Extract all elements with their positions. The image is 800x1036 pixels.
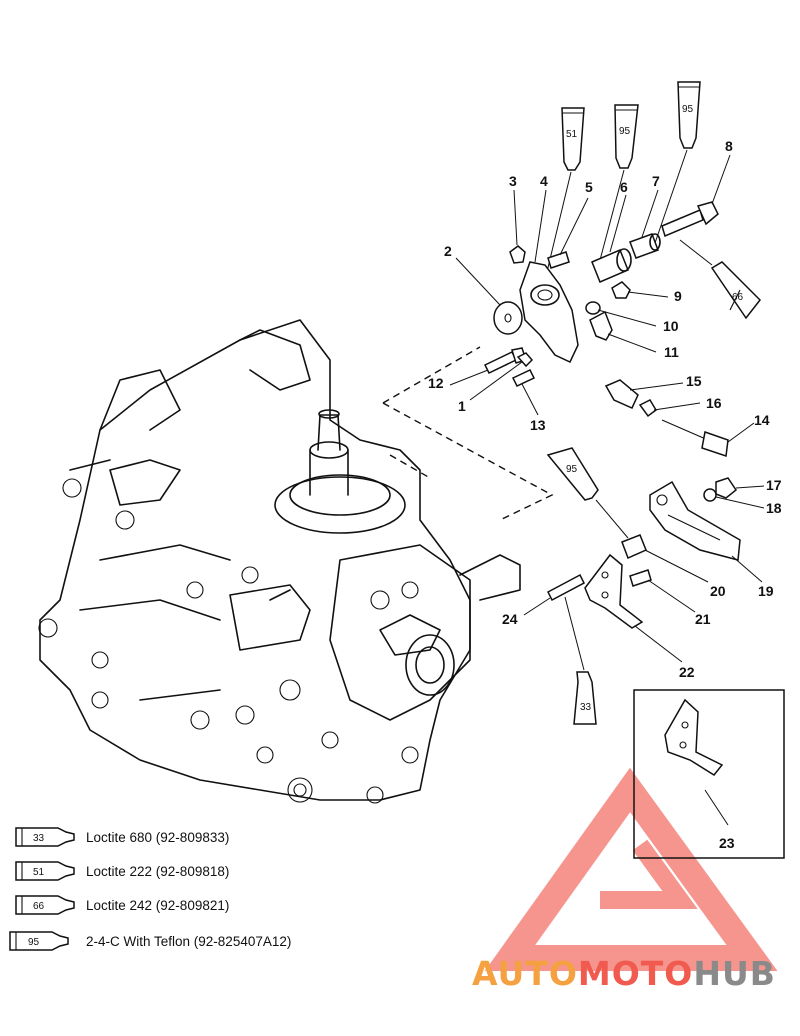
tube-95a-label: 95 [619,126,631,137]
callout-24: 24 [502,611,518,627]
callout-10: 10 [663,318,679,334]
part-21-screw [629,569,652,587]
callout-11: 11 [664,344,679,360]
part-15-link-end [604,379,639,409]
watermark-logo [484,767,778,971]
tube-66: 66 [679,239,761,320]
part-22-bracket [584,553,644,629]
callout-21: 21 [695,611,711,627]
part-14-rod [661,419,729,458]
part-13-screw [511,369,536,387]
part-1-nut [516,352,534,368]
callout-13: 13 [530,417,546,433]
callout-16: 16 [706,395,722,411]
legend-text-51: Loctite 222 (92-809818) [86,864,229,879]
part-7-sleeve [629,233,661,259]
tube-95-c: 95 [546,447,629,539]
tube-95-b: 95 [654,81,701,244]
part-24-stud [547,573,585,602]
inset-part-23 [633,689,785,859]
legend-row-95: 95 2-4-C With Teflon (92-825407A12) [9,931,291,951]
tube-51-label: 51 [566,129,578,140]
callout-7: 7 [652,173,660,189]
part-12-bolt [483,347,527,374]
legend-code-33: 33 [33,833,45,844]
callout-1: 1 [458,398,466,414]
part-19-arm [649,480,741,561]
part-16-nut [638,399,657,418]
legend-code-66: 66 [33,901,45,912]
legend-code-95: 95 [28,937,40,948]
part-10-washer [585,301,601,315]
tube-95c-label: 95 [566,464,578,475]
callout-5: 5 [585,179,593,195]
part-11-link [589,310,613,341]
legend-row-33: 33 Loctite 680 (92-809833) [15,827,229,847]
part-8-bolt [661,201,719,238]
legend-row-51: 51 Loctite 222 (92-809818) [15,861,229,881]
tube-66-label: 66 [732,292,744,303]
leader-lines [449,154,765,663]
callout-22: 22 [679,664,695,680]
watermark-moto: MOTO [578,954,693,993]
legend-row-66: 66 Loctite 242 (92-809821) [15,895,229,915]
part-4-lever [519,261,579,363]
callout-9: 9 [674,288,682,304]
part-2-washer [493,301,523,335]
callout-14: 14 [754,412,770,428]
callout-15: 15 [686,373,702,389]
tube-95-a: 95 [599,104,639,261]
watermark-hub: HUB [693,954,776,993]
callout-8: 8 [725,138,733,154]
powerhead-block [38,319,521,804]
callout-18: 18 [766,500,782,516]
part-3-nut [509,245,526,264]
callout-6: 6 [620,179,628,195]
watermark-text: AUTOMOTOHUB [472,954,776,993]
tube-95b-label: 95 [682,104,694,115]
callout-12: 12 [428,375,444,391]
part-9-nut [611,281,631,299]
legend-text-95: 2-4-C With Teflon (92-825407A12) [86,934,291,949]
part-20-bushing [621,534,647,560]
watermark-auto: AUTO [472,954,578,993]
legend-code-51: 51 [33,867,45,878]
svg-text:AUTOMOTOHUB: AUTOMOTOHUB [472,954,776,993]
part-18-washer [703,488,717,502]
tube-33-label: 33 [580,702,592,713]
legend-text-33: Loctite 680 (92-809833) [86,830,229,845]
callout-3: 3 [509,173,517,189]
callout-19: 19 [758,583,774,599]
legend: 33 Loctite 680 (92-809833) 51 Loctite 22… [9,827,291,951]
callout-4: 4 [540,173,548,189]
callout-17: 17 [766,477,782,493]
callout-23: 23 [719,835,735,851]
callout-numbers: 1 2 3 4 5 6 7 8 9 10 11 12 13 14 15 16 1… [428,138,782,851]
legend-text-66: Loctite 242 (92-809821) [86,898,229,913]
callout-2: 2 [444,243,452,259]
callout-20: 20 [710,583,726,599]
assembly-lines [382,346,554,521]
part-17-nut [715,477,738,499]
part-6-bushing [591,248,632,283]
tube-33: 33 [564,596,597,725]
